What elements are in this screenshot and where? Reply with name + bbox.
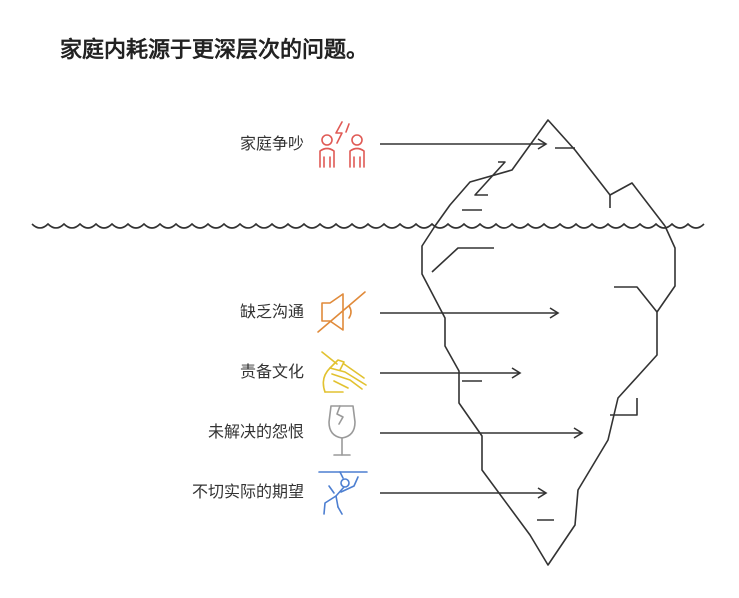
climber-icon <box>318 471 368 515</box>
iceberg-tip <box>434 119 666 227</box>
label-lack-of-communication: 缺乏沟通 <box>239 302 304 321</box>
muted-speaker-icon <box>317 291 366 333</box>
page-title: 家庭内耗源于更深层次的问题。 <box>60 38 369 63</box>
iceberg-body <box>421 225 676 566</box>
arrows <box>380 138 584 499</box>
arguing-people-icon <box>319 121 365 168</box>
blaming-hand-icon <box>321 351 367 393</box>
label-unrealistic-expectations: 不切实际的期望 <box>191 482 304 501</box>
water-line <box>31 222 705 229</box>
label-blame-culture: 责备文化 <box>239 362 304 381</box>
label-unresolved-resentment: 未解决的怨恨 <box>207 422 304 441</box>
cracked-glass-icon <box>328 405 356 456</box>
label-family-arguments: 家庭争吵 <box>239 134 304 153</box>
